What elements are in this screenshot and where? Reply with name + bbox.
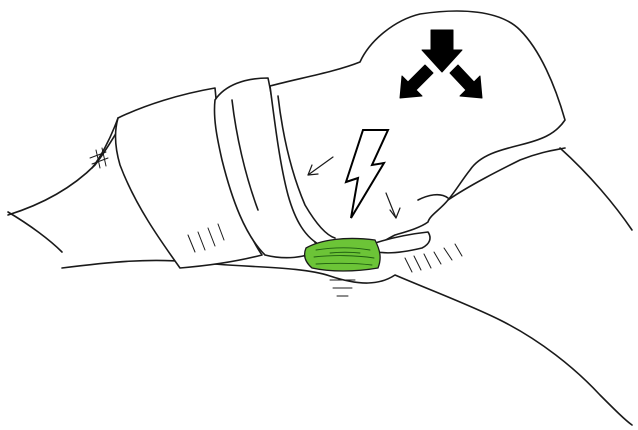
lower-soft-tissue-contour <box>62 260 632 425</box>
ligament-shadow-marks <box>330 280 355 296</box>
right-soft-tissue-contour <box>560 148 632 230</box>
left-rear-contour <box>8 212 62 252</box>
highlighted-ligament <box>305 238 380 271</box>
skull <box>270 11 565 249</box>
upper-left-contour <box>8 130 118 215</box>
